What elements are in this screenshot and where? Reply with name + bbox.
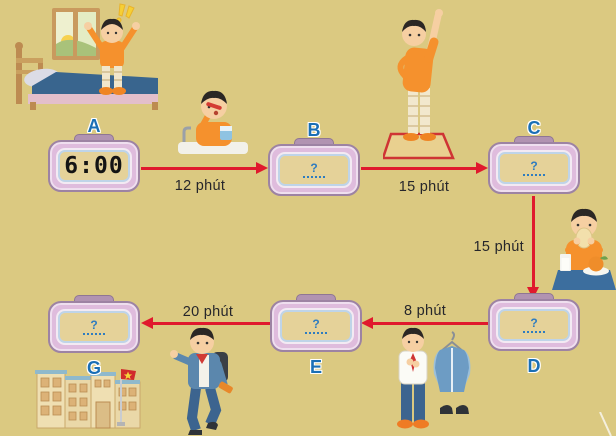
duration-d-to-e: 8 phút [403, 303, 447, 319]
arrow-b-to-c [361, 162, 488, 174]
clock-e-label: E [309, 357, 322, 377]
arrow-e-to-g [141, 317, 270, 329]
clock-g-face: ? [58, 311, 130, 343]
arrow-c-to-d [527, 196, 539, 299]
brushing-teeth-illustration [178, 90, 248, 154]
clock-c: C ? [488, 118, 580, 194]
clock-b-face: ? [278, 154, 350, 186]
corner-artifact-line [599, 412, 612, 436]
clock-c-answer-placeholder[interactable]: ? [523, 160, 545, 176]
clock-g-answer-placeholder[interactable]: ? [83, 319, 105, 335]
morning-exercise-illustration [383, 9, 455, 160]
walking-to-school-illustration [170, 327, 233, 435]
clock-e-face: ? [280, 310, 352, 342]
clock-e: E ? [270, 294, 362, 377]
clock-a-time: 6:00 [64, 152, 124, 179]
clock-d-label: D [527, 356, 541, 376]
clock-e-answer-placeholder[interactable]: ? [305, 318, 327, 334]
clock-b-label: B [307, 120, 321, 140]
clock-d: D ? [488, 293, 580, 376]
arrow-d-to-e [361, 317, 488, 329]
clock-b: B ? [268, 120, 360, 196]
clock-g-label: G [86, 358, 101, 378]
clock-d-face: ? [498, 309, 570, 341]
vietnam-flag-icon [121, 369, 136, 380]
clock-c-label: C [527, 118, 541, 138]
duration-a-to-b: 12 phút [174, 178, 226, 194]
school-building-illustration [35, 369, 141, 429]
clock-b-answer-placeholder[interactable]: ? [303, 162, 325, 178]
arrow-a-to-b [141, 162, 268, 174]
duration-c-to-d: 15 phút [473, 239, 524, 255]
clock-a: A 6:00 [48, 116, 140, 192]
eating-breakfast-illustration [552, 208, 616, 290]
getting-dressed-illustration [397, 327, 471, 429]
clock-g: G ? [48, 295, 140, 378]
clock-c-face: ? [498, 152, 570, 184]
wake-up-illustration [15, 3, 158, 110]
clock-d-answer-placeholder[interactable]: ? [523, 317, 545, 333]
duration-e-to-g: 20 phút [182, 304, 234, 320]
clock-a-label: A [87, 116, 101, 136]
duration-b-to-c: 15 phút [398, 179, 450, 195]
clock-a-face: 6:00 [58, 150, 130, 182]
